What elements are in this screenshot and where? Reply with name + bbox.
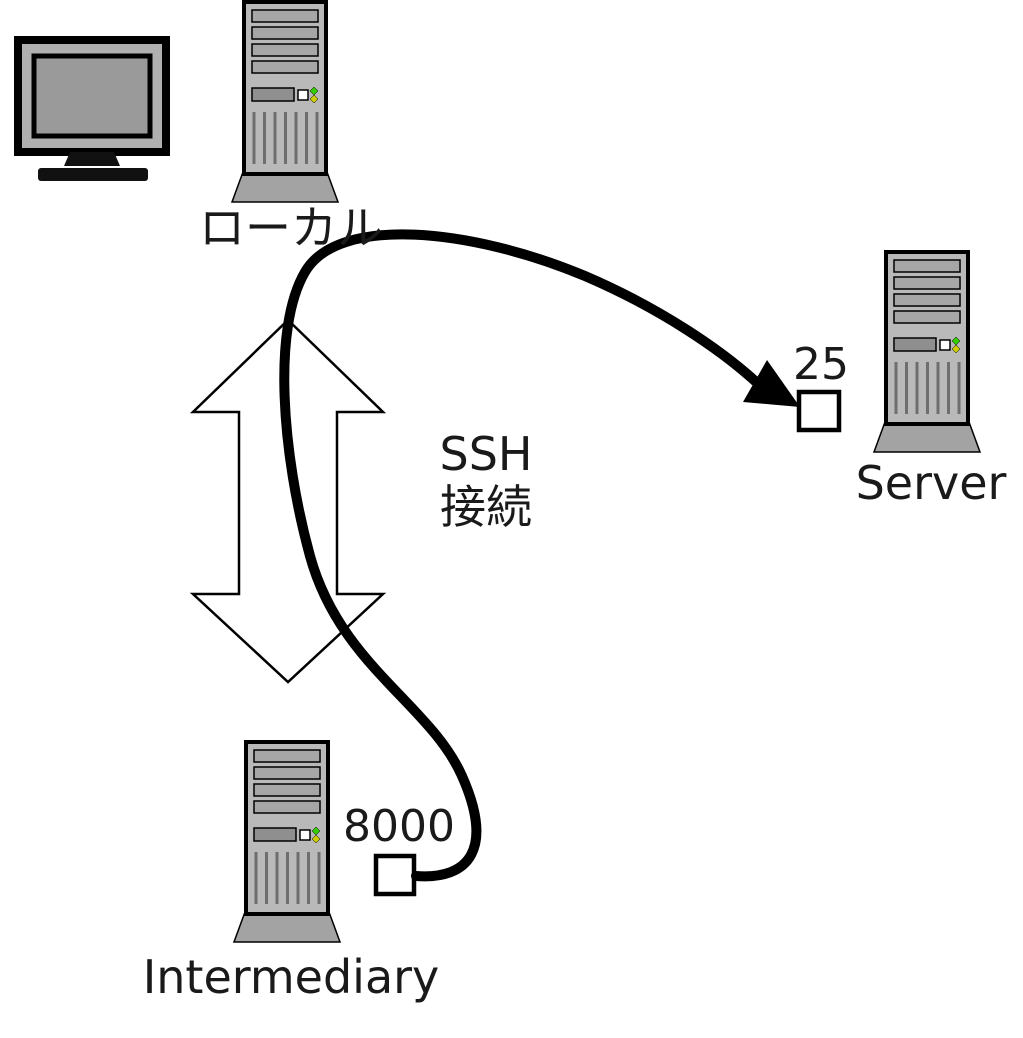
intermediary-computer-tower-icon xyxy=(232,740,342,944)
server-port-label: 25 xyxy=(793,339,849,390)
local-label: ローカル xyxy=(199,201,383,255)
curved-arrow-line xyxy=(279,229,760,882)
server-port-box xyxy=(796,389,842,433)
intermediary-label: Intermediary xyxy=(143,950,440,1004)
double-headed-arrow-icon xyxy=(189,318,387,684)
ssh-label-line1: SSH xyxy=(440,427,533,481)
intermediary-port-box xyxy=(373,853,417,897)
crt-monitor-icon xyxy=(14,36,170,181)
arrowhead-icon xyxy=(743,360,800,407)
intermediary-port-label: 8000 xyxy=(343,801,455,852)
server-label: Server xyxy=(856,456,1007,510)
server-computer-tower-icon xyxy=(872,250,982,454)
ssh-label-line2: 接続 xyxy=(440,480,532,534)
local-computer-tower-icon xyxy=(230,0,340,204)
